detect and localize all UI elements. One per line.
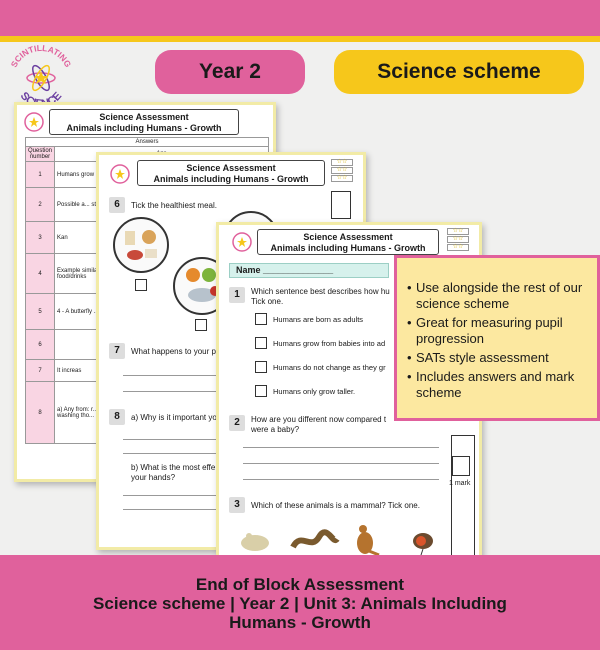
mark-column xyxy=(451,435,475,564)
tick-box[interactable] xyxy=(255,361,267,373)
question-text: b) What is the most effe your hands? xyxy=(131,463,216,482)
snake-icon xyxy=(290,529,340,549)
col-question: Question number xyxy=(24,146,56,162)
answer-option: Humans grow from babies into ad xyxy=(273,339,386,348)
table-row: 7 xyxy=(24,359,56,382)
meal-plate xyxy=(113,217,169,273)
question-number: 7 xyxy=(109,343,125,359)
star-rating: ☆☆☆☆☆☆ xyxy=(331,159,353,183)
footer-line-3: Humans - Growth xyxy=(229,613,371,632)
feature-item: Use alongside the rest of our science sc… xyxy=(407,280,589,312)
question-text: How are you different now compared t wer… xyxy=(251,415,387,434)
meal-icon xyxy=(125,230,157,260)
star-rating: ☆☆☆☆☆☆ xyxy=(447,228,469,252)
mark-box xyxy=(331,191,351,219)
table-row: 3 xyxy=(24,221,56,254)
table-row: 1 xyxy=(24,161,56,188)
tick-box[interactable] xyxy=(195,319,207,331)
scheme-badge: Science scheme xyxy=(334,50,584,94)
question-text: Tick the healthiest meal. xyxy=(131,201,217,210)
answer-option: Humans are born as adults xyxy=(273,315,364,324)
tick-box[interactable] xyxy=(255,385,267,397)
answer-option: Humans do not change as they gr xyxy=(273,363,386,372)
question-number: 8 xyxy=(109,409,125,425)
kangaroo-icon xyxy=(357,525,380,557)
question-text: Which of these animals is a mammal? Tick… xyxy=(251,501,420,510)
table-row: 8 xyxy=(24,381,56,444)
name-field[interactable]: Name ______________ xyxy=(229,263,389,278)
features-callout: Use alongside the rest of our science sc… xyxy=(394,255,600,421)
question-number: 6 xyxy=(109,197,125,213)
table-row: 6 xyxy=(24,329,56,360)
footer-line-1: End of Block Assessment xyxy=(195,575,405,594)
frog-icon xyxy=(241,533,269,551)
mini-logo-icon xyxy=(232,232,252,252)
feature-item: SATs style assessment xyxy=(407,350,589,366)
tick-box[interactable] xyxy=(255,313,267,325)
table-row: 5 xyxy=(24,293,56,330)
footer-line-2: Science scheme | Year 2 | Unit 3: Animal… xyxy=(93,594,507,613)
question-text: a) Why is it important yo xyxy=(131,413,217,422)
svg-text:SCINTILLATING: SCINTILLATING xyxy=(9,43,74,69)
question-text: What happens to your p xyxy=(131,347,216,356)
mini-logo-icon xyxy=(110,164,130,184)
tick-box[interactable] xyxy=(135,279,147,291)
answers-heading: Answers xyxy=(25,137,269,147)
question-number: 3 xyxy=(229,497,245,513)
mark-box xyxy=(452,456,470,476)
top-stripe xyxy=(0,36,600,42)
top-band xyxy=(0,0,600,36)
table-row: 2 xyxy=(24,187,56,222)
tick-box[interactable] xyxy=(255,337,267,349)
question-number: 2 xyxy=(229,415,245,431)
table-row: 4 xyxy=(24,253,56,294)
mini-logo-icon xyxy=(24,112,44,132)
feature-item: Great for measuring pupil progression xyxy=(407,315,589,347)
robin-icon xyxy=(413,533,433,556)
animal-images xyxy=(241,525,433,557)
mark-label: 1 mark xyxy=(449,480,471,487)
question-number: 1 xyxy=(229,287,245,303)
footer-banner: End of Block Assessment Science scheme |… xyxy=(0,555,600,650)
feature-item: Includes answers and mark scheme xyxy=(407,369,589,401)
year-badge: Year 2 xyxy=(155,50,305,94)
question-text: Which sentence best describes how hu Tic… xyxy=(251,287,390,306)
answer-option: Humans only grow taller. xyxy=(273,387,356,396)
